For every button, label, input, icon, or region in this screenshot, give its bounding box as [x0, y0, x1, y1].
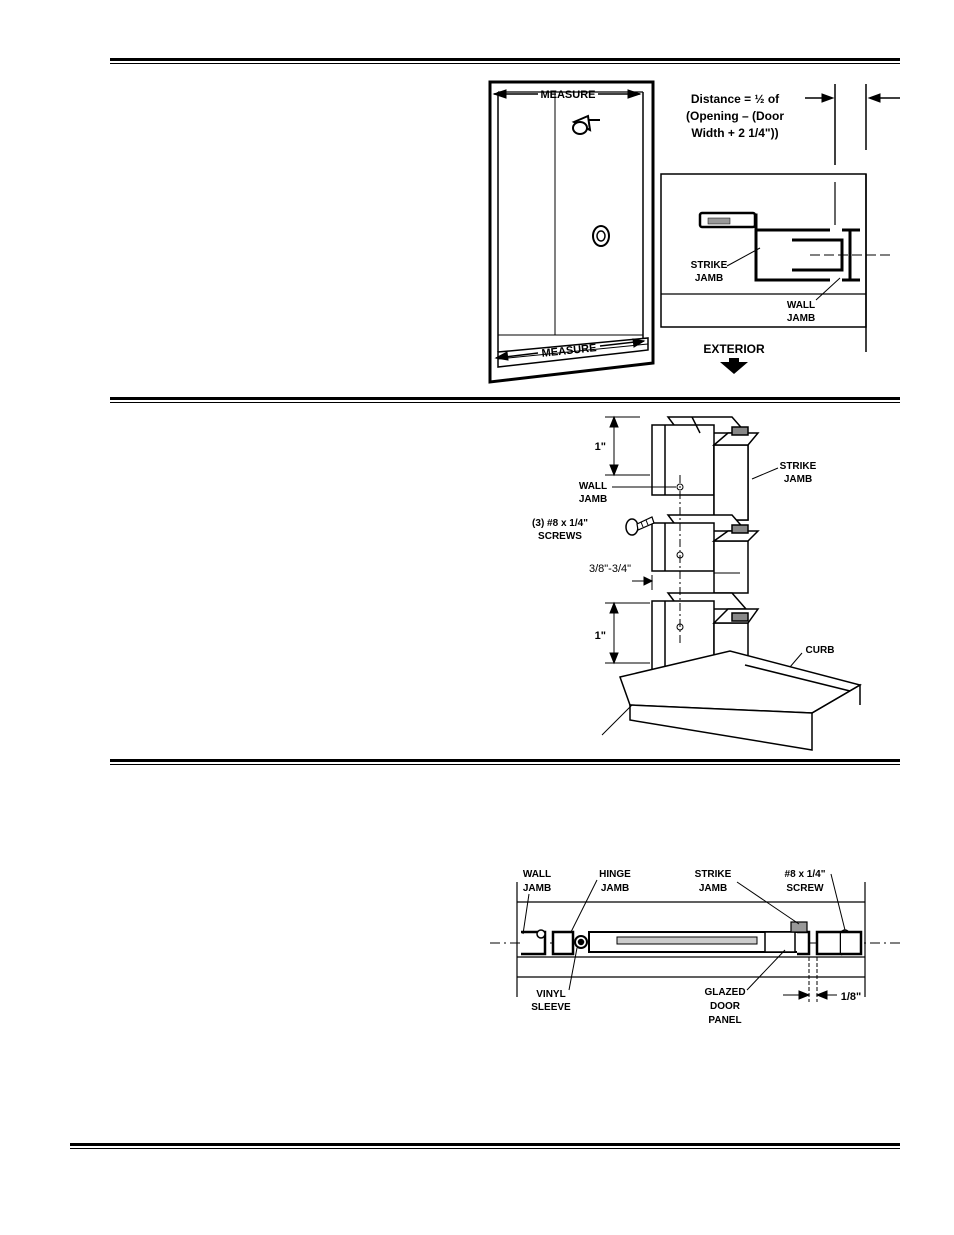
gap-label: 1/8" [841, 991, 862, 1003]
exterior-arrow-icon [720, 362, 748, 374]
screw-label-2: SCREW [786, 883, 824, 894]
gap-label: 3/8"-3/4" [589, 563, 631, 575]
wall-jamb-label-1: WALL [787, 300, 815, 311]
dimension-top-label: 1" [595, 441, 606, 453]
measure-arrow-top [492, 89, 642, 99]
wall-jamb-leader [522, 893, 530, 935]
screw-leader [830, 873, 846, 931]
gap-dimension [783, 957, 837, 1002]
section-divider-2 [110, 397, 900, 404]
enclosure-drawing [488, 80, 655, 384]
screw-label-1: #8 x 1/4" [785, 869, 826, 880]
strike-jamb-label-2: JAMB [699, 883, 727, 894]
section-divider-top [110, 58, 900, 65]
measure-label-bottom: MEASURE [541, 342, 597, 360]
distance-dimension-arrows [805, 84, 900, 165]
strike-jamb-label-1: STRIKE [780, 461, 817, 472]
curb-label: CURB [806, 645, 835, 656]
strike-jamb-label-1: STRIKE [691, 260, 728, 271]
strike-jamb-label-1: STRIKE [695, 869, 732, 880]
wall-jamb-label-2: JAMB [523, 883, 551, 894]
curb-label-leader [789, 652, 803, 668]
wall-jamb-profile [792, 228, 890, 282]
measure-arrow-bottom [494, 338, 646, 361]
dimension-bottom-label: 1" [595, 630, 606, 642]
screws-label-2: SCREWS [538, 531, 582, 542]
screw-icon [625, 516, 655, 536]
glazed-panel-label-1: GLAZED [704, 987, 745, 998]
screw-hole [676, 483, 684, 491]
vinyl-sleeve-label-1: VINYL [536, 989, 565, 1000]
strike-jamb-leader [736, 881, 800, 925]
strike-jamb-leader [751, 467, 779, 480]
wall-jamb-label-1: WALL [523, 869, 551, 880]
curb-leader [601, 704, 633, 736]
distance-text-line-1: Distance = ½ of [691, 92, 780, 106]
screws-label-1: (3) #8 x 1/4" [532, 518, 588, 529]
section-divider-bottom [70, 1143, 900, 1150]
figure-plan-view: WALL JAMB HINGE JAMB STRIKE JAMB #8 x 1/… [490, 869, 900, 1026]
gap-dimension [632, 572, 740, 590]
jamb-section-upper [651, 416, 760, 521]
figure-jamb-install: 1" [532, 415, 862, 751]
hinge-jamb [551, 930, 588, 956]
hinge-jamb-label-1: HINGE [599, 869, 631, 880]
wall-jamb-label-2: JAMB [579, 494, 607, 505]
wall-jamb-label-1: WALL [579, 481, 607, 492]
distance-text-line-2: (Opening – (Door [686, 109, 784, 123]
hinge-jamb-leader [570, 879, 598, 933]
wall-jamb-label-2: JAMB [787, 313, 815, 324]
glazed-panel-label-2: DOOR [710, 1001, 741, 1012]
figure-measure-opening: MEASURE MEASURE Distance = ½ of (Opening… [488, 80, 900, 384]
glazed-door-panel [588, 931, 810, 953]
distance-text-line-3: Width + 2 1/4")) [691, 126, 778, 140]
dimension-bottom [605, 601, 650, 665]
curb [619, 650, 862, 751]
wall-jamb-leader [815, 277, 841, 301]
shower-head-icon [571, 114, 600, 135]
jamb-section-middle [651, 514, 760, 594]
glazed-panel-label-3: PANEL [708, 1015, 741, 1026]
strike-jamb-leader [726, 247, 761, 267]
section-divider-3 [110, 759, 900, 766]
strike-jamb [790, 921, 811, 956]
strike-jamb-label-2: JAMB [784, 474, 812, 485]
hinge-jamb-label-2: JAMB [601, 883, 629, 894]
strike-jamb-label-2: JAMB [695, 273, 723, 284]
valve-handle-icon [592, 225, 610, 247]
wall-jamb-right [815, 929, 863, 956]
measure-label-top: MEASURE [540, 89, 595, 101]
plan-detail-box [660, 173, 867, 352]
vinyl-sleeve-leader [568, 947, 578, 991]
dimension-top [605, 415, 650, 477]
exterior-label: EXTERIOR [703, 342, 765, 356]
glazed-panel-leader [746, 949, 786, 991]
vinyl-sleeve-label-2: SLEEVE [531, 1002, 571, 1013]
strike-jamb-profile [698, 211, 830, 282]
wall-jamb-left [521, 929, 547, 956]
